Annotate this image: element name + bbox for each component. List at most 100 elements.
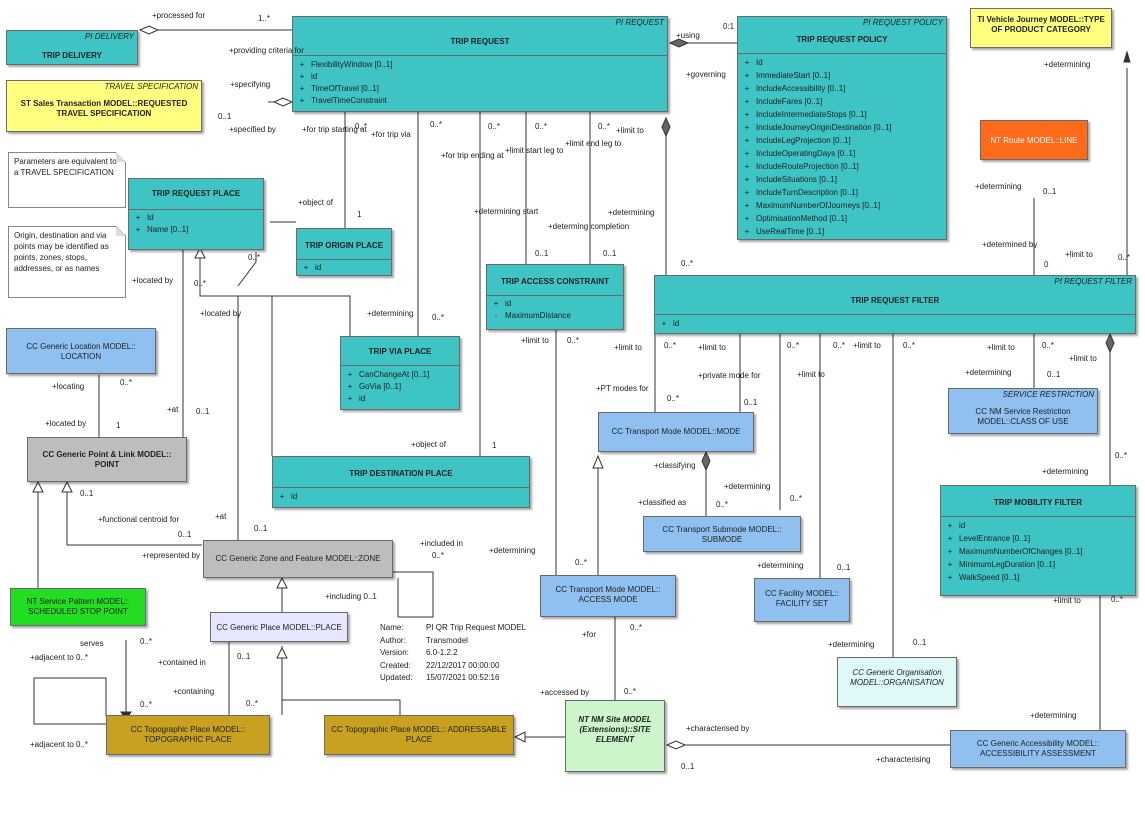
class-title: TRIP REQUEST FILTER — [850, 296, 940, 305]
class-access-mode[interactable]: CC Transport Mode MODEL:: ACCESS MODE — [540, 575, 676, 617]
class-title: CC Generic Point & Link MODEL:: POINT — [42, 450, 172, 469]
association-label: 0..1 — [681, 762, 695, 771]
class-accessibility-assessment[interactable]: CC Generic Accessibility MODEL:: ACCESSI… — [950, 730, 1126, 768]
class-line[interactable]: NT Route MODEL::LINE — [980, 120, 1088, 160]
class-title: TRIP REQUEST — [450, 37, 510, 46]
association-label: +determining — [367, 309, 414, 318]
association-label: +including 0..1 — [325, 592, 377, 601]
association-label: 0..* — [787, 341, 800, 350]
association-label: +containing — [173, 687, 215, 696]
class-scheduled-stop-point[interactable]: NT Service Pattern MODEL:: SCHEDULED STO… — [10, 588, 146, 626]
class-title: CC Topographic Place MODEL:: TOPOGRAPHIC… — [130, 725, 246, 744]
class-requested-travel-specification[interactable]: TRAVEL SPECIFICATION ST Sales Transactio… — [6, 80, 202, 132]
class-trip-request-filter[interactable]: PI REQUEST FILTER TRIP REQUEST FILTER +i… — [654, 275, 1136, 334]
class-trip-request-place[interactable]: TRIP REQUEST PLACE +Id +Name [0..1] — [128, 178, 264, 250]
association-label: 1 — [492, 441, 497, 450]
class-trip-destination-place[interactable]: TRIP DESTINATION PLACE +id — [272, 456, 530, 508]
association-label: 0..* — [355, 122, 368, 131]
association-label: +determining — [489, 546, 536, 555]
association-label: +included in — [420, 539, 463, 548]
class-trip-origin-place[interactable]: TRIP ORIGIN PLACE +id — [296, 228, 392, 276]
association-label: 0..* — [488, 122, 501, 131]
attribute: +TravelTimeConstraint — [299, 96, 387, 105]
class-location[interactable]: CC Generic Location MODEL:: LOCATION — [6, 328, 156, 374]
class-mode[interactable]: CC Transport Mode MODEL::MODE — [598, 412, 754, 452]
attribute: +FlexibilityWindow [0..1] — [299, 60, 393, 69]
class-title: CC Facility MODEL:: FACILITY SET — [765, 589, 839, 608]
class-title: TRIP ACCESS CONSTRAINT — [500, 277, 609, 286]
association-label: +limit to — [616, 126, 644, 135]
association-label: +located by — [200, 309, 242, 318]
association-label: +accessed by — [540, 688, 590, 697]
class-submode[interactable]: CC Transport Submode MODEL:: SUBMODE — [643, 516, 801, 552]
association-label: +determining — [724, 482, 771, 491]
class-zone[interactable]: CC Generic Zone and Feature MODEL::ZONE — [203, 540, 393, 578]
class-trip-delivery[interactable]: PI DELIVERY TRIP DELIVERY — [6, 30, 138, 65]
association-label: 0..1 — [744, 398, 758, 407]
association-label: +determined by — [982, 240, 1038, 249]
class-type-of-product-category[interactable]: TI Vehicle Journey MODEL::TYPE OF PRODUC… — [970, 8, 1112, 48]
association-label: +located by — [132, 276, 174, 285]
association-label: 0..* — [432, 551, 445, 560]
class-organisation[interactable]: CC Generic Organisation MODEL::ORGANISAT… — [837, 657, 957, 707]
association-label: +limit to — [797, 370, 825, 379]
association-label: +characterised by — [686, 724, 750, 733]
association-label: +adjacent to 0..* — [30, 653, 89, 662]
association-label: 0..* — [833, 341, 846, 350]
association-label: +providing criteria for — [229, 46, 304, 55]
association-label: 0..* — [624, 687, 637, 696]
association-label: +determining — [1042, 467, 1089, 476]
association-label: +specifying — [230, 80, 271, 89]
association-label: +governing — [686, 70, 726, 79]
association-label: 0..1 — [837, 563, 851, 572]
association-label: +for trip starting at — [302, 125, 367, 134]
association-label: +characterising — [876, 755, 931, 764]
association-label: +at — [167, 405, 179, 414]
class-addressable-place[interactable]: CC Topographic Place MODEL:: ADDRESSABLE… — [324, 715, 514, 755]
class-class-of-use[interactable]: SERVICE RESTRICTION CC NM Service Restri… — [948, 388, 1098, 434]
association-label: +at — [215, 512, 227, 521]
class-trip-access-constraint[interactable]: TRIP ACCESS CONSTRAINT +id -MaximumDista… — [486, 264, 624, 330]
attribute-list: +id — [297, 259, 391, 274]
association-label: 0..1 — [237, 652, 251, 661]
class-topographic-place[interactable]: CC Topographic Place MODEL:: TOPOGRAPHIC… — [106, 715, 270, 755]
association-label: 0..* — [664, 341, 677, 350]
association-label: 0..1 — [535, 249, 549, 258]
attribute: +id — [299, 72, 318, 81]
attribute: +TimeOfTravel [0..1] — [299, 84, 379, 93]
association-label: +limit to — [614, 343, 642, 352]
association-label: 0..* — [903, 341, 916, 350]
association-label: 0..* — [1118, 253, 1131, 262]
association-label: +PT modes for — [596, 384, 649, 393]
class-trip-via-place[interactable]: TRIP VIA PLACE +CanChangeAt [0..1] +GoVi… — [340, 336, 460, 410]
association-label: 0..1 — [254, 524, 268, 533]
association-label: +determining — [828, 640, 875, 649]
class-trip-mobility-filter[interactable]: TRIP MOBILITY FILTER +id +LevelEntrance … — [940, 485, 1136, 596]
class-facility-set[interactable]: CC Facility MODEL:: FACILITY SET — [754, 578, 850, 622]
attribute-list: +id — [655, 314, 1135, 330]
association-label: 1..* — [258, 14, 271, 23]
class-title: TRIP DELIVERY — [41, 51, 102, 60]
class-title: TRIP ORIGIN PLACE — [304, 241, 384, 250]
association-label: +for trip via — [371, 130, 411, 139]
association-label: 0..* — [248, 253, 261, 262]
association-label: +using — [676, 31, 700, 40]
stereotype: PI REQUEST POLICY — [862, 18, 943, 27]
class-title: TRIP REQUEST PLACE — [151, 189, 241, 198]
association-label: 0..* — [567, 336, 580, 345]
class-site-element[interactable]: NT NM Site MODEL (Extensions)::SITE ELEM… — [565, 700, 665, 772]
class-point[interactable]: CC Generic Point & Link MODEL:: POINT — [27, 437, 187, 482]
stereotype: SERVICE RESTRICTION — [1002, 390, 1094, 399]
association-label: +determining — [975, 182, 1022, 191]
class-place[interactable]: CC Generic Place MODEL::PLACE — [210, 612, 348, 642]
class-title: CC Topographic Place MODEL:: ADDRESSABLE… — [331, 725, 507, 744]
class-title: TRIP DESTINATION PLACE — [349, 469, 453, 478]
class-trip-request-policy[interactable]: PI REQUEST POLICY TRIP REQUEST POLICY +I… — [737, 16, 947, 240]
association-label: +object of — [411, 440, 446, 449]
association-label: 0..* — [1042, 341, 1055, 350]
association-label: +adjacent to 0..* — [30, 740, 89, 749]
class-title: NT Route MODEL::LINE — [990, 136, 1078, 145]
association-label: 1 — [357, 210, 362, 219]
association-label: 0 — [1044, 260, 1049, 269]
class-trip-request[interactable]: PI REQUEST TRIP REQUEST +FlexibilityWind… — [292, 16, 668, 112]
